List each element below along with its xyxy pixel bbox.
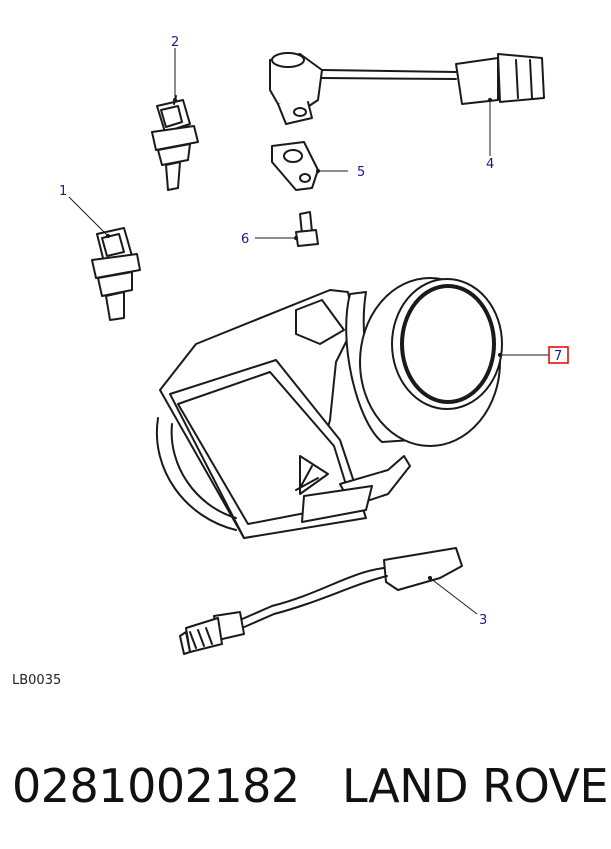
leader-dot-7 [497, 352, 503, 358]
part-number: 0281002182 [12, 759, 300, 813]
callout-3[interactable]: 3 [479, 613, 487, 628]
leader-dot-1 [105, 233, 111, 239]
cable-connector-drawing [269, 52, 545, 125]
callout-5[interactable]: 5 [357, 165, 365, 180]
leader-dot-4 [487, 97, 493, 103]
sensor-2-drawing [151, 95, 199, 191]
leader-1 [68, 196, 109, 237]
harness-sensor-drawing [179, 547, 463, 655]
leader-dot-3 [427, 575, 433, 581]
callout-1[interactable]: 1 [59, 184, 67, 199]
callout-6[interactable]: 6 [241, 232, 249, 247]
gasket-drawing [271, 141, 319, 191]
bolt-drawing [295, 211, 319, 247]
leader-dot-6 [293, 235, 299, 241]
part-caption: 0281002182 LAND ROVER [12, 758, 611, 814]
callout-2[interactable]: 2 [171, 35, 179, 50]
air-flow-meter-drawing [155, 277, 503, 539]
callout-7[interactable]: 7 [554, 349, 562, 364]
brand-name: LAND ROVER [342, 759, 611, 813]
leader-dot-5 [315, 168, 321, 174]
sensor-1-drawing [91, 227, 141, 321]
leader-dot-2 [172, 97, 178, 103]
callout-7-highlight[interactable] [548, 346, 569, 364]
callout-4[interactable]: 4 [486, 157, 494, 172]
drawing-reference: LB0035 [12, 673, 61, 688]
leader-3 [429, 577, 478, 615]
